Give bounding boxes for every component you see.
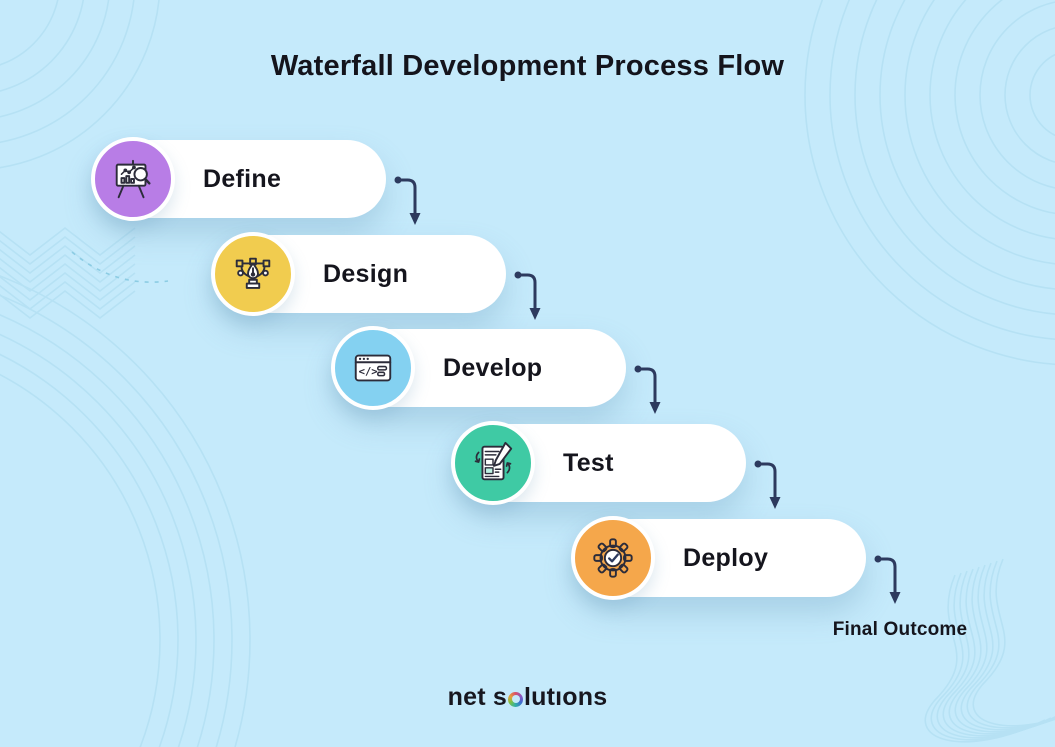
step-badge bbox=[571, 516, 655, 600]
step-badge bbox=[91, 137, 175, 221]
step-label: Develop bbox=[443, 353, 543, 382]
flow-arrow bbox=[394, 176, 421, 225]
step-label: Deploy bbox=[683, 543, 769, 572]
step-label: Define bbox=[203, 164, 282, 193]
gear-check-icon bbox=[593, 538, 633, 578]
decor-arcs-left bbox=[0, 275, 251, 747]
flow-arrow bbox=[874, 555, 901, 604]
logo-text-after: lutıons bbox=[524, 683, 608, 711]
step-label: Test bbox=[563, 448, 614, 477]
decor-sband bbox=[924, 558, 1055, 743]
logo-text-before: net s bbox=[447, 683, 507, 711]
pen-tool-icon bbox=[235, 257, 271, 289]
step-badge bbox=[451, 421, 535, 505]
presentation-chart-icon bbox=[115, 159, 151, 199]
final-outcome-label: Final Outcome bbox=[832, 619, 968, 640]
flow-arrow bbox=[634, 365, 661, 414]
code-glyph: </> bbox=[359, 366, 378, 378]
step-label: Design bbox=[323, 259, 409, 288]
test-checklist-icon bbox=[474, 441, 513, 481]
step-test: Test bbox=[451, 421, 781, 509]
net-solutions-logo: net s lutıons bbox=[0, 683, 1055, 712]
decor-chevrons bbox=[0, 226, 136, 319]
flow-arrow bbox=[754, 460, 781, 509]
page-title: Waterfall Development Process Flow bbox=[270, 50, 785, 82]
code-window-icon: </> bbox=[354, 354, 392, 382]
decor-circles-top-right bbox=[804, 0, 1055, 366]
logo-ring bbox=[508, 691, 523, 707]
step-define: Define bbox=[91, 137, 421, 225]
step-deploy: Deploy bbox=[571, 516, 901, 604]
decor-dash-arc bbox=[71, 251, 169, 283]
logo-ring-inner bbox=[511, 695, 520, 703]
step-badge bbox=[211, 232, 295, 316]
step-badge: </> bbox=[331, 326, 415, 410]
step-develop: </> Develop bbox=[331, 326, 661, 414]
step-design: Design bbox=[211, 232, 541, 320]
flow-arrow bbox=[514, 271, 541, 320]
